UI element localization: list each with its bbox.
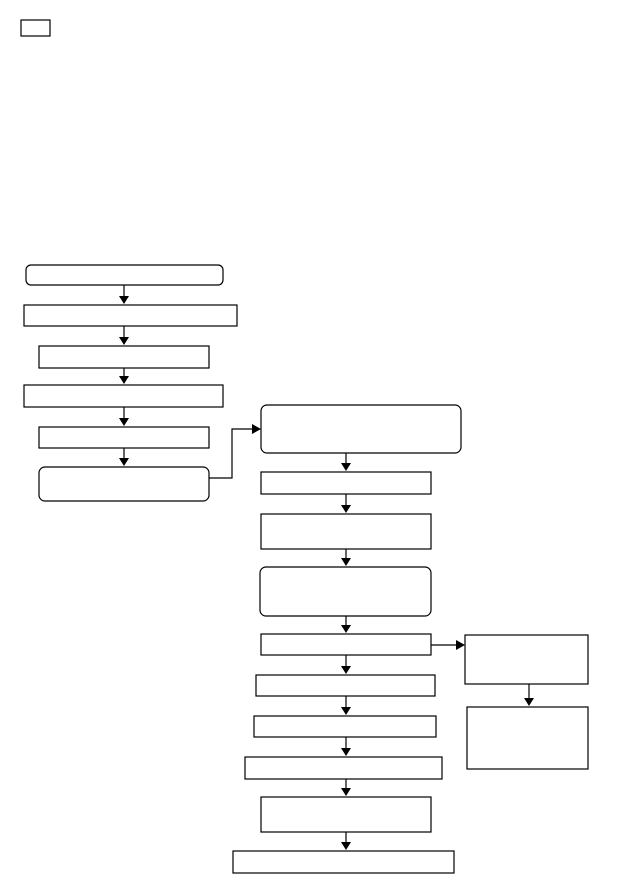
flow-node-10	[259, 566, 432, 617]
flow-node-6	[38, 466, 210, 502]
flow-node-14	[244, 756, 443, 780]
flow-edge-8	[341, 494, 351, 513]
flow-edge-10	[341, 616, 351, 633]
flow-node-19	[466, 706, 589, 770]
flow-edge-17	[524, 684, 534, 706]
flow-edge-4	[119, 407, 129, 426]
flow-node-15	[260, 796, 432, 833]
flow-edge-7	[341, 453, 351, 471]
flow-edge-16	[431, 640, 465, 650]
flow-node-7	[260, 404, 462, 454]
flow-edge-13	[341, 737, 351, 756]
flow-edge-14	[341, 779, 351, 796]
flow-node-1	[25, 264, 224, 286]
flow-node-9	[260, 513, 432, 550]
flow-node-18	[464, 634, 589, 685]
flow-node-13	[253, 715, 437, 738]
flow-node-3	[38, 345, 210, 369]
flow-node-12	[255, 674, 436, 697]
flow-node-11	[260, 633, 432, 656]
flow-edge-3	[119, 368, 129, 384]
flow-node-4	[23, 384, 224, 408]
flow-edge-15	[341, 832, 351, 850]
flow-edge-5	[119, 448, 129, 466]
flow-node-5	[38, 426, 210, 449]
flow-node-8	[260, 471, 432, 495]
flow-edge-12	[341, 696, 351, 715]
flow-edge-2	[119, 326, 129, 345]
flow-edge-11	[341, 655, 351, 674]
flow-edge-9	[341, 549, 351, 566]
flow-node-16	[232, 850, 455, 874]
flow-edge-1	[119, 285, 129, 304]
header-tag-box	[20, 19, 51, 37]
flow-node-2	[23, 304, 238, 327]
flow-edge-6	[209, 424, 261, 479]
